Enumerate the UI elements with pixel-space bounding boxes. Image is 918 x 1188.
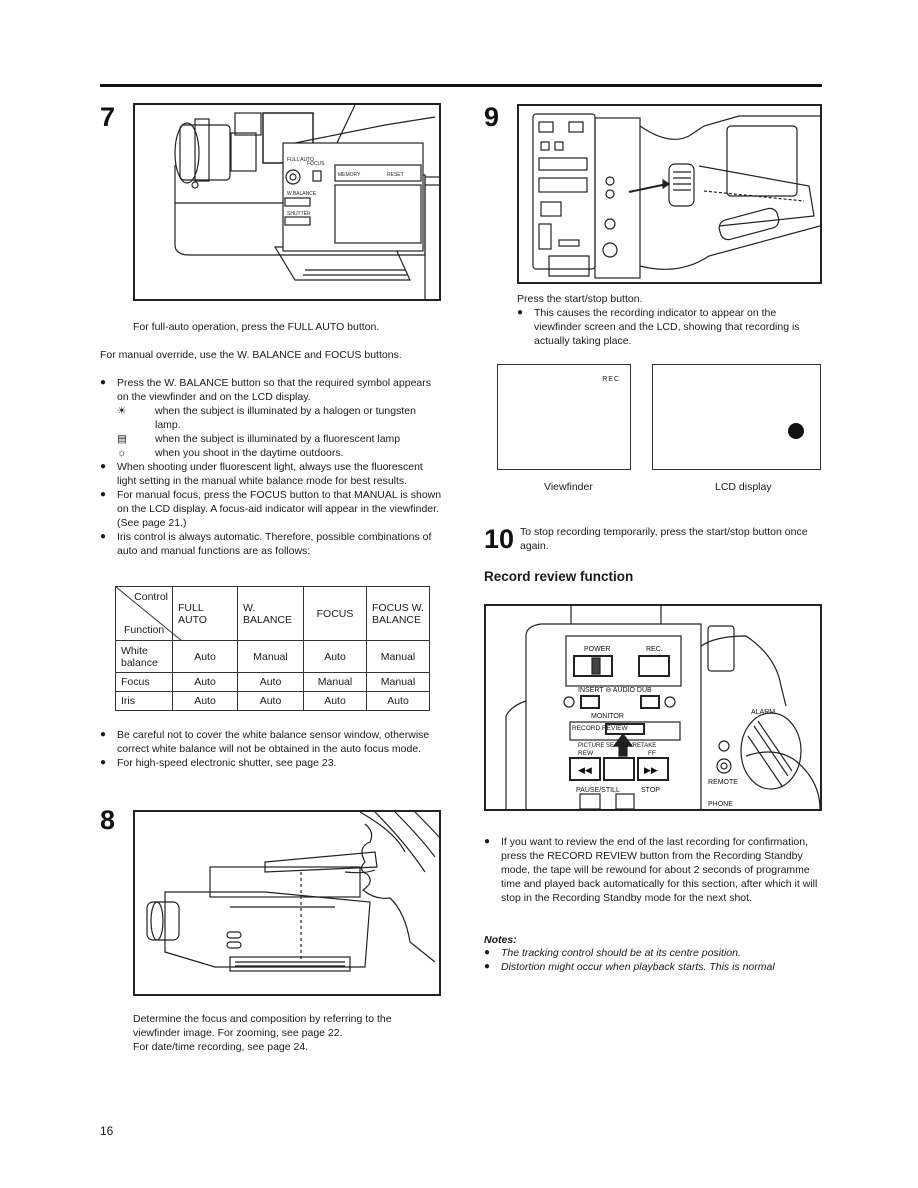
label-rew: REW — [578, 750, 594, 757]
table-cell: Auto — [303, 640, 367, 673]
label-full-auto: FULL AUTO — [287, 157, 314, 163]
figure-camcorder-controls: FULL AUTO FOCUS MEMORY RESET W.BALANCE S… — [133, 103, 441, 301]
symbol-fluorescent-text: when the subject is illuminated by a flu… — [155, 433, 401, 445]
fluorescent-icon: ▤ — [117, 433, 127, 445]
table-cell: Auto — [366, 691, 430, 711]
bullet-record-review: If you want to review the end of the las… — [484, 835, 822, 905]
figure-viewfinder-user — [133, 810, 441, 996]
table-corner: Control Function — [115, 586, 182, 641]
figure-start-stop-button — [517, 104, 822, 284]
label-pause-still: PAUSE/STILL — [576, 787, 620, 794]
step7-caption: For full-auto operation, press the FULL … — [133, 321, 380, 333]
label-reset: RESET — [387, 172, 404, 178]
bullet-iris: Iris control is always automatic. Theref… — [100, 530, 442, 558]
step8-caption-focus: Determine the focus and composition by r… — [133, 1013, 392, 1039]
table-row-label: Iris — [115, 691, 173, 711]
record-review-heading: Record review function — [484, 569, 634, 584]
label-alarm: ALARM — [751, 709, 775, 716]
page-number: 16 — [100, 1124, 114, 1138]
lcd-label: LCD display — [715, 481, 772, 493]
viewfinder-label: Viewfinder — [544, 481, 593, 493]
step8-caption-date: For date/time recording, see page 24. — [133, 1041, 309, 1053]
table-cell: Auto — [172, 640, 238, 673]
halogen-icon: ☀ — [117, 405, 127, 417]
table-cell: Manual — [237, 640, 304, 673]
label-shutter: SHUTTER — [287, 211, 311, 217]
label-phone: PHONE — [708, 801, 733, 808]
label-memory: MEMORY — [338, 172, 361, 178]
bullet-fluorescent: When shooting under fluorescent light, a… — [100, 460, 442, 488]
manual-override-text: For manual override, use the W. BALANCE … — [100, 349, 402, 361]
rewind-icon: ◀◀ — [578, 765, 592, 775]
table-row-label: White balance — [115, 640, 173, 673]
table-cell: Auto — [237, 691, 304, 711]
label-picture-search: PICTURE SEARCH/RETAKE — [578, 743, 656, 749]
label-insert-audio-dub: INSERT ⊖ AUDIO DUB — [578, 687, 652, 694]
lcd-screen — [652, 364, 821, 470]
recording-dot — [788, 423, 804, 439]
table-cell: Auto — [303, 691, 367, 711]
function-table: Control Function FULL AUTO W. BALANCE FO… — [115, 586, 430, 711]
bullet-recording-indicator: This causes the recording indicator to a… — [517, 306, 822, 348]
notes-title: Notes: — [484, 934, 517, 946]
table-cell: Manual — [366, 672, 430, 692]
step-7-number: 7 — [100, 102, 116, 132]
table-header: FULL AUTO — [172, 586, 238, 641]
bullet-shutter: For high-speed electronic shutter, see p… — [100, 756, 442, 770]
viewfinder-screen: REC — [497, 364, 631, 470]
table-header: FOCUS W. BALANCE — [366, 586, 430, 641]
label-power: POWER — [584, 646, 610, 653]
note-distortion: Distortion might occur when playback sta… — [484, 960, 822, 974]
note-tracking: The tracking control should be at its ce… — [484, 946, 822, 960]
bullet-manual-focus: For manual focus, press the FOCUS button… — [100, 488, 442, 530]
daylight-icon: ☼ — [117, 447, 127, 459]
step-10-number: 10 — [484, 524, 515, 554]
label-ff: FF — [648, 750, 656, 757]
table-cell: Auto — [172, 672, 238, 692]
table-header: W. BALANCE — [237, 586, 304, 641]
label-stop: STOP — [641, 787, 660, 794]
step9-text: Press the start/stop button. — [517, 293, 643, 305]
fast-forward-icon: ▶▶ — [644, 765, 658, 775]
figure-record-review-panel: POWER REC. INSERT ⊖ AUDIO DUB MONITOR RE… — [484, 604, 822, 811]
bullet-sensor-window: Be careful not to cover the white balanc… — [100, 728, 442, 756]
symbol-daytime-text: when you shoot in the daytime outdoors. — [155, 447, 344, 459]
table-cell: Manual — [366, 640, 430, 673]
label-monitor: MONITOR — [591, 713, 624, 720]
table-header: FOCUS — [303, 586, 367, 641]
bullet-w-balance: Press the W. BALANCE button so that the … — [100, 376, 442, 404]
table-cell: Auto — [172, 691, 238, 711]
label-rec: REC. — [646, 646, 663, 653]
label-focus: FOCUS — [307, 161, 325, 167]
table-row-label: Focus — [115, 672, 173, 692]
step-8-number: 8 — [100, 805, 116, 835]
label-remote: REMOTE — [708, 779, 738, 786]
label-record-review: RECORD REVIEW — [572, 725, 628, 732]
symbol-halogen-text: when the subject is illuminated by a hal… — [155, 405, 416, 431]
step-9-number: 9 — [484, 102, 500, 132]
top-rule — [100, 84, 822, 87]
table-cell: Manual — [303, 672, 367, 692]
rec-indicator: REC — [602, 376, 620, 383]
label-w-balance: W.BALANCE — [287, 191, 317, 197]
table-cell: Auto — [237, 672, 304, 692]
step10-text: To stop recording temporarily, press the… — [520, 526, 808, 552]
